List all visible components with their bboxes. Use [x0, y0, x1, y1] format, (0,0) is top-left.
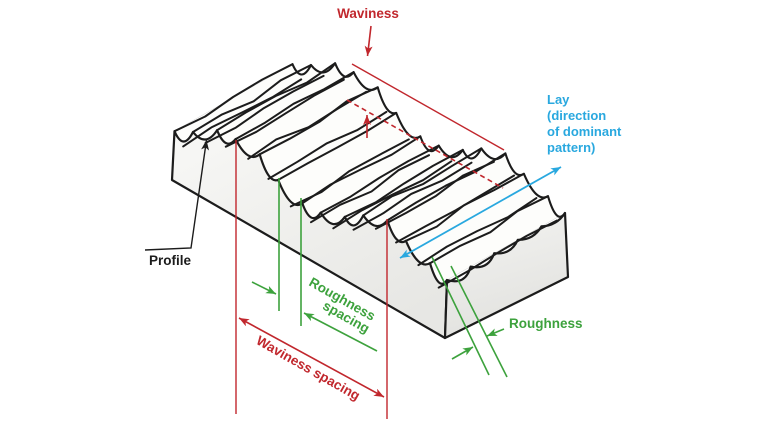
waviness-pointer-arrow [364, 25, 373, 57]
waviness-label: Waviness [337, 6, 399, 21]
lay-label-line4: pattern) [547, 140, 595, 155]
profile-label: Profile [149, 253, 192, 268]
machined-block [170, 62, 570, 340]
roughness-spacing-leader-arrow [303, 312, 378, 352]
waviness-envelope-line [351, 63, 505, 151]
waviness-spacing-dimension-arrow [238, 317, 385, 398]
roughness-flank-line-right [450, 265, 508, 378]
lay-label-line2: (direction [547, 108, 606, 123]
roughness-arrow-left [451, 346, 474, 360]
roughness-spacing-arrow-left [251, 281, 277, 295]
lay-annotations: Lay (direction of dominant pattern) [399, 92, 622, 259]
roughness-flank-line-left [431, 256, 490, 376]
roughness-label: Roughness [509, 316, 583, 331]
profile-annotations: Profile [144, 139, 210, 268]
lay-label-line3: of dominant [547, 124, 622, 139]
profile-leader-arrow [144, 139, 210, 251]
lay-label-line1: Lay [547, 92, 570, 107]
roughness-arrow-right [486, 328, 505, 337]
roughness-annotations: Roughness [431, 256, 583, 378]
lay-direction-arrow [399, 166, 562, 259]
waviness-spacing-label: Waviness spacing [254, 333, 363, 403]
